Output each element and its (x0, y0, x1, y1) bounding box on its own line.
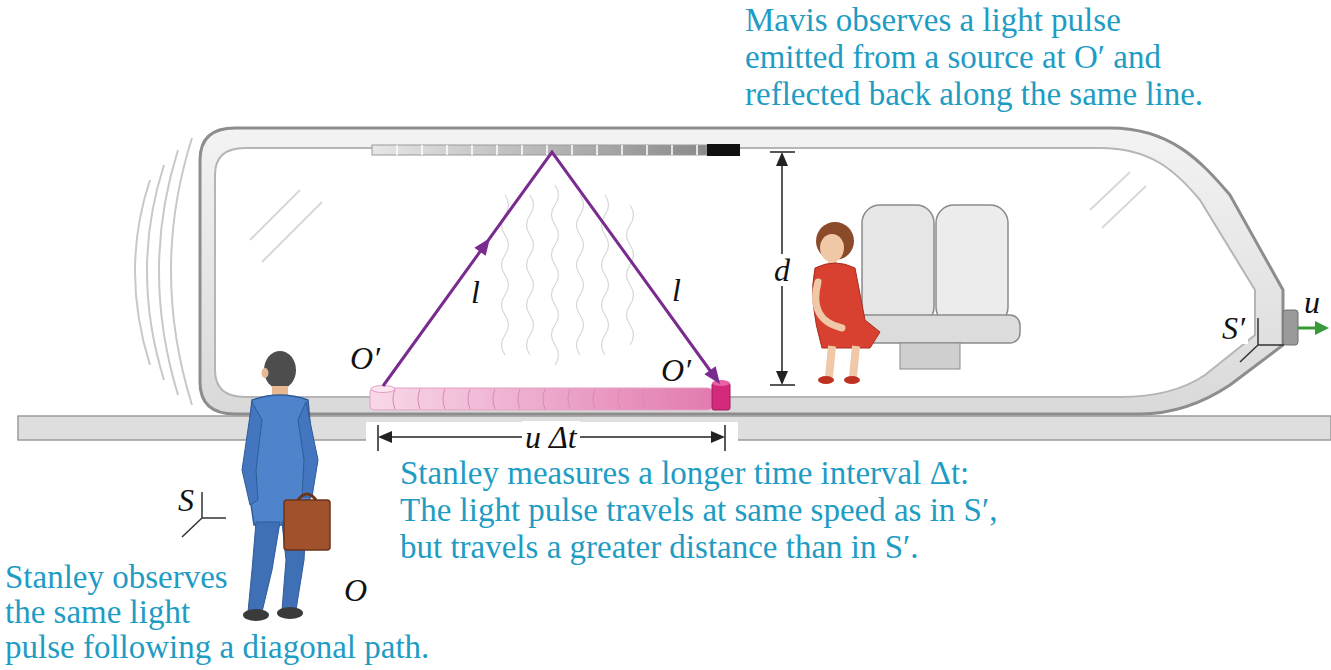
frame-label: S′ (1219, 312, 1248, 344)
man-arm (242, 402, 262, 505)
velocity-label: u (1301, 286, 1323, 318)
dimension-arrowhead (776, 152, 788, 166)
mirror (372, 145, 707, 155)
woman-face (820, 234, 844, 262)
dimension-arrowhead (711, 431, 725, 443)
woman-legs (829, 346, 856, 377)
train-interior (215, 148, 1255, 397)
seat-base (900, 343, 960, 369)
mirror-end (707, 144, 740, 156)
light-source-top (371, 386, 395, 393)
origin-label: O (341, 574, 370, 606)
path-length-label: l (669, 274, 684, 306)
briefcase-handle (298, 494, 316, 500)
caption-text: Mavis observes a light pulse emitted fro… (745, 2, 1219, 113)
caption-text: Stanley observes the same light pulse fo… (5, 560, 445, 665)
light-path (383, 152, 714, 386)
origin-label: O′ (347, 342, 383, 374)
train-body (200, 128, 1283, 414)
light-source-row (370, 388, 712, 410)
light-arrowhead (474, 234, 495, 256)
man-shoe (277, 607, 303, 619)
light-source (712, 383, 730, 410)
velocity-arrow (1298, 327, 1316, 330)
light-waves (502, 185, 634, 365)
briefcase (284, 500, 330, 550)
path-length-label: l (468, 276, 483, 308)
displacement-label: u Δt (522, 421, 580, 453)
distance-label: d (771, 254, 793, 286)
dimension-ground (366, 422, 738, 453)
seat-back (862, 205, 934, 325)
dimension-arrowhead (378, 431, 392, 443)
frame-label: S (175, 484, 197, 516)
man-head (264, 351, 296, 389)
velocity-arrowhead (1315, 321, 1329, 335)
origin-label: O′ (658, 354, 694, 386)
train-nose-tip (1283, 310, 1298, 345)
caption-text: Stanley measures a longer time interval … (400, 455, 1020, 566)
motion-lines (135, 138, 192, 405)
window-glare (250, 172, 1146, 262)
man-arm (298, 402, 318, 497)
woman-shoe (818, 376, 834, 384)
mirror-segments (397, 145, 697, 155)
light-arrowhead (704, 366, 725, 388)
dimension-arrowhead (776, 371, 788, 385)
seat-back (936, 205, 1008, 325)
man-shoe (243, 609, 269, 621)
light-source-top (712, 380, 730, 386)
light-source-segments (393, 389, 695, 409)
woman-shoe (844, 376, 860, 384)
woman-arm (816, 282, 842, 328)
dimension-line (770, 152, 795, 385)
man-ear (262, 368, 269, 378)
woman-dress (813, 263, 880, 348)
